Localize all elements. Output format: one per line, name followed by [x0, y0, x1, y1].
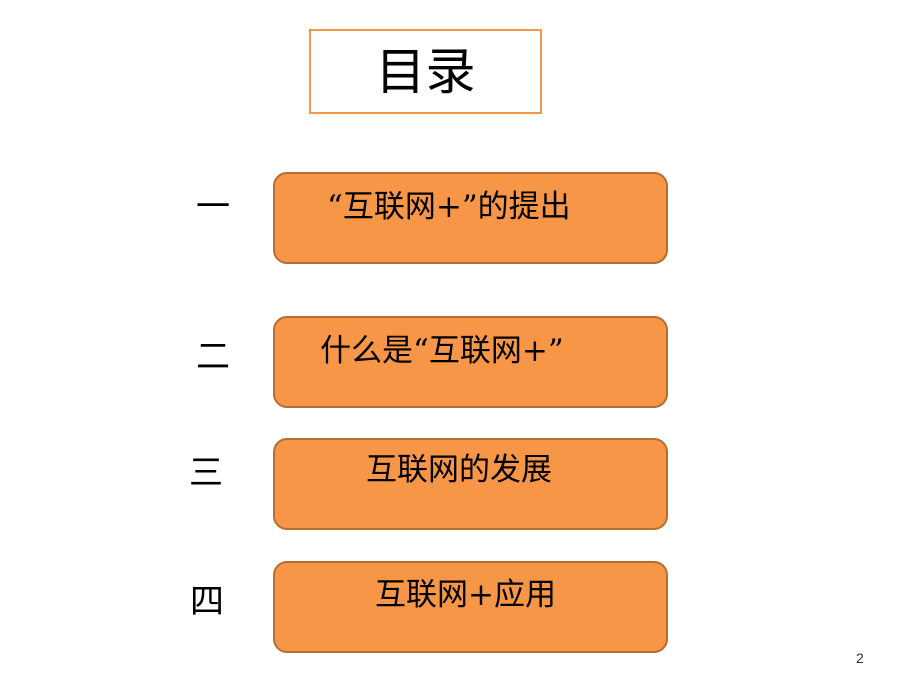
- title-box: 目录: [309, 29, 542, 114]
- toc-item-label: 互联网+应用: [375, 577, 556, 613]
- toc-item-4[interactable]: 互联网+应用: [273, 561, 668, 653]
- item-numeral-3: 三: [189, 453, 223, 493]
- toc-item-label: “互联网+”的提出: [327, 189, 571, 225]
- page-title: 目录: [375, 42, 476, 101]
- toc-item-1[interactable]: “互联网+”的提出: [273, 172, 668, 264]
- item-numeral-1: 一: [196, 187, 230, 227]
- page-number: 2: [856, 650, 864, 666]
- toc-item-2[interactable]: 什么是“互联网+”: [273, 316, 668, 408]
- toc-item-label: 互联网的发展: [366, 452, 552, 488]
- toc-item-3[interactable]: 互联网的发展: [273, 438, 668, 530]
- toc-item-label: 什么是“互联网+”: [320, 333, 564, 369]
- item-numeral-2: 二: [196, 337, 230, 377]
- item-numeral-4: 四: [190, 582, 224, 622]
